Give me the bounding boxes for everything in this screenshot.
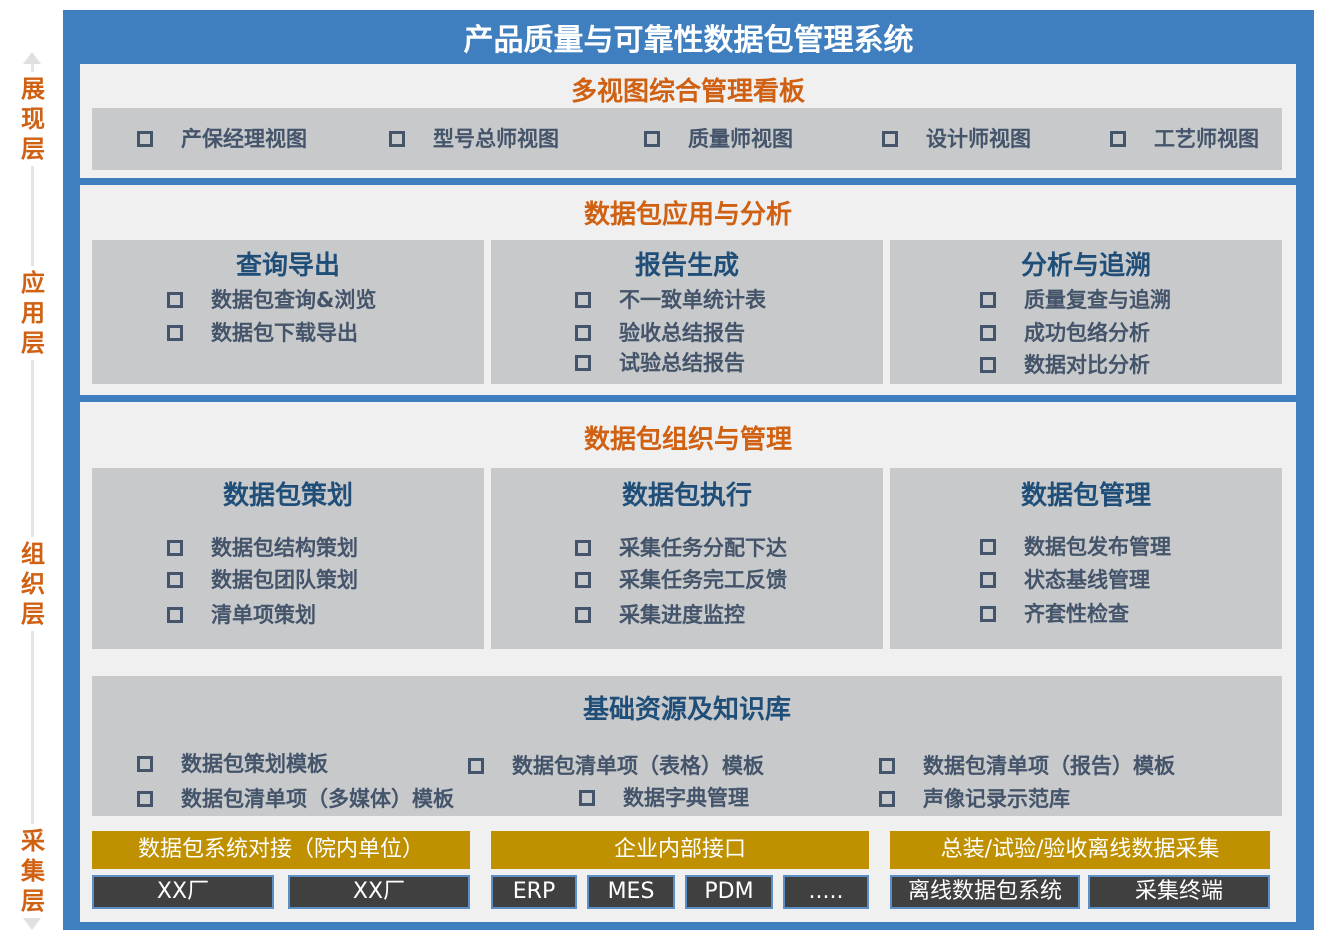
view-item[interactable]: 工艺师视图 — [1110, 125, 1259, 153]
list-item[interactable]: 数据包下载导出 — [167, 319, 358, 347]
list-item[interactable]: 采集任务分配下达 — [575, 534, 787, 562]
axis-line — [31, 60, 34, 922]
list-item[interactable]: 状态基线管理 — [980, 566, 1150, 594]
organization-section: 数据包组织与管理 数据包策划 数据包结构策划 数据包团队策划 清单项策划 数据包… — [80, 402, 1296, 820]
checkbox-icon — [167, 292, 183, 308]
checkbox-icon — [167, 540, 183, 556]
views-panel: 产保经理视图 型号总师视图 质量师视图 设计师视图 工艺师视图 — [92, 108, 1282, 170]
checkbox-icon — [167, 607, 183, 623]
panel-title: 数据包执行 — [621, 481, 752, 511]
system-block[interactable]: 离线数据包系统 — [890, 875, 1080, 909]
list-item[interactable]: 数据包策划模板 — [137, 750, 328, 778]
axis-arrow-down-icon — [23, 918, 41, 930]
view-item[interactable]: 设计师视图 — [882, 125, 1031, 153]
checkbox-icon — [137, 756, 153, 772]
report-generation-panel: 报告生成 不一致单统计表 验收总结报告 试验总结报告 — [491, 240, 883, 384]
panel-title: 数据包管理 — [1020, 481, 1151, 511]
system-block[interactable]: MES — [587, 875, 675, 909]
checkbox-icon — [879, 791, 895, 807]
system-block[interactable]: PDM — [685, 875, 773, 909]
checkbox-icon — [579, 790, 595, 806]
list-item[interactable]: 采集进度监控 — [575, 601, 745, 629]
collection-section: 数据包系统对接（院内单位） 企业内部接口 总装/试验/验收离线数据采集 XX厂 … — [80, 817, 1296, 922]
planning-panel: 数据包策划 数据包结构策划 数据包团队策划 清单项策划 — [92, 468, 484, 649]
checkbox-icon — [167, 325, 183, 341]
list-item[interactable]: 数据包发布管理 — [980, 533, 1171, 561]
layer-label-application: 应用层 — [14, 266, 52, 360]
page-title: 产品质量与可靠性数据包管理系统 — [463, 23, 914, 58]
view-item[interactable]: 产保经理视图 — [137, 125, 307, 153]
list-item[interactable]: 齐套性检查 — [980, 600, 1129, 628]
checkbox-icon — [575, 572, 591, 588]
list-item[interactable]: 数据包清单项（报告）模板 — [879, 752, 1175, 780]
checkbox-icon — [137, 131, 153, 147]
list-item[interactable]: 不一致单统计表 — [575, 286, 766, 314]
query-export-panel: 查询导出 数据包查询&浏览 数据包下载导出 — [92, 240, 484, 384]
checkbox-icon — [389, 131, 405, 147]
list-item[interactable]: 声像记录示范库 — [879, 785, 1070, 813]
list-item[interactable]: 数据包查询&浏览 — [167, 286, 376, 314]
panel-title: 数据包策划 — [222, 481, 353, 511]
system-block[interactable]: XX厂 — [92, 875, 274, 909]
organization-section-title: 数据包组织与管理 — [583, 425, 792, 455]
layer-label-display: 展现层 — [14, 72, 52, 166]
checkbox-icon — [575, 355, 591, 371]
view-item[interactable]: 型号总师视图 — [389, 125, 559, 153]
panel-title: 报告生成 — [634, 251, 739, 281]
layer-label-collection: 采集层 — [14, 824, 52, 918]
checkbox-icon — [980, 606, 996, 622]
list-item[interactable]: 数据包结构策划 — [167, 534, 358, 562]
axis-arrow-up-icon — [23, 52, 41, 64]
checkbox-icon — [137, 791, 153, 807]
layer-label-organization: 组织层 — [14, 537, 52, 631]
panel-title: 基础资源及知识库 — [582, 695, 791, 725]
list-item[interactable]: 数据字典管理 — [579, 784, 749, 812]
collection-group-internal-units: 数据包系统对接（院内单位） — [92, 831, 470, 869]
panel-title: 查询导出 — [235, 251, 340, 281]
checkbox-icon — [575, 540, 591, 556]
list-item[interactable]: 质量复查与追溯 — [980, 286, 1171, 314]
checkbox-icon — [980, 539, 996, 555]
list-item[interactable]: 验收总结报告 — [575, 319, 745, 347]
checkbox-icon — [879, 758, 895, 774]
checkbox-icon — [468, 758, 484, 774]
list-item[interactable]: 成功包络分析 — [980, 319, 1150, 347]
checkbox-icon — [575, 607, 591, 623]
collection-group-enterprise-interface: 企业内部接口 — [491, 831, 869, 869]
list-item[interactable]: 采集任务完工反馈 — [575, 566, 787, 594]
checkbox-icon — [644, 131, 660, 147]
display-section-title: 多视图综合管理看板 — [570, 77, 805, 107]
analysis-trace-panel: 分析与追溯 质量复查与追溯 成功包络分析 数据对比分析 — [890, 240, 1282, 384]
checkbox-icon — [575, 325, 591, 341]
list-item[interactable]: 数据对比分析 — [980, 351, 1150, 379]
checkbox-icon — [980, 572, 996, 588]
panel-title: 分析与追溯 — [1020, 251, 1151, 281]
application-section: 数据包应用与分析 查询导出 数据包查询&浏览 数据包下载导出 报告生成 不一致单… — [80, 185, 1296, 395]
checkbox-icon — [882, 131, 898, 147]
display-section: 多视图综合管理看板 产保经理视图 型号总师视图 质量师视图 设计师视图 工艺师视… — [80, 64, 1296, 178]
list-item[interactable]: 数据包清单项（表格）模板 — [468, 752, 764, 780]
system-block[interactable]: ERP — [491, 875, 577, 909]
system-block[interactable]: ..... — [783, 875, 869, 909]
list-item[interactable]: 数据包清单项（多媒体）模板 — [137, 785, 454, 813]
collection-group-offline-collection: 总装/试验/验收离线数据采集 — [890, 831, 1270, 869]
checkbox-icon — [980, 357, 996, 373]
resources-panel: 基础资源及知识库 数据包策划模板 数据包清单项（表格）模板 数据包清单项（报告）… — [92, 676, 1282, 816]
execution-panel: 数据包执行 采集任务分配下达 采集任务完工反馈 采集进度监控 — [491, 468, 883, 649]
system-frame: 产品质量与可靠性数据包管理系统 多视图综合管理看板 产保经理视图 型号总师视图 … — [63, 10, 1314, 930]
list-item[interactable]: 试验总结报告 — [575, 349, 745, 377]
checkbox-icon — [167, 572, 183, 588]
checkbox-icon — [980, 292, 996, 308]
application-section-title: 数据包应用与分析 — [583, 200, 792, 230]
checkbox-icon — [1110, 131, 1126, 147]
checkbox-icon — [980, 325, 996, 341]
list-item[interactable]: 数据包团队策划 — [167, 566, 358, 594]
system-block[interactable]: XX厂 — [288, 875, 470, 909]
system-block[interactable]: 采集终端 — [1088, 875, 1270, 909]
checkbox-icon — [575, 292, 591, 308]
list-item[interactable]: 清单项策划 — [167, 601, 316, 629]
management-panel: 数据包管理 数据包发布管理 状态基线管理 齐套性检查 — [890, 468, 1282, 649]
view-item[interactable]: 质量师视图 — [644, 125, 793, 153]
